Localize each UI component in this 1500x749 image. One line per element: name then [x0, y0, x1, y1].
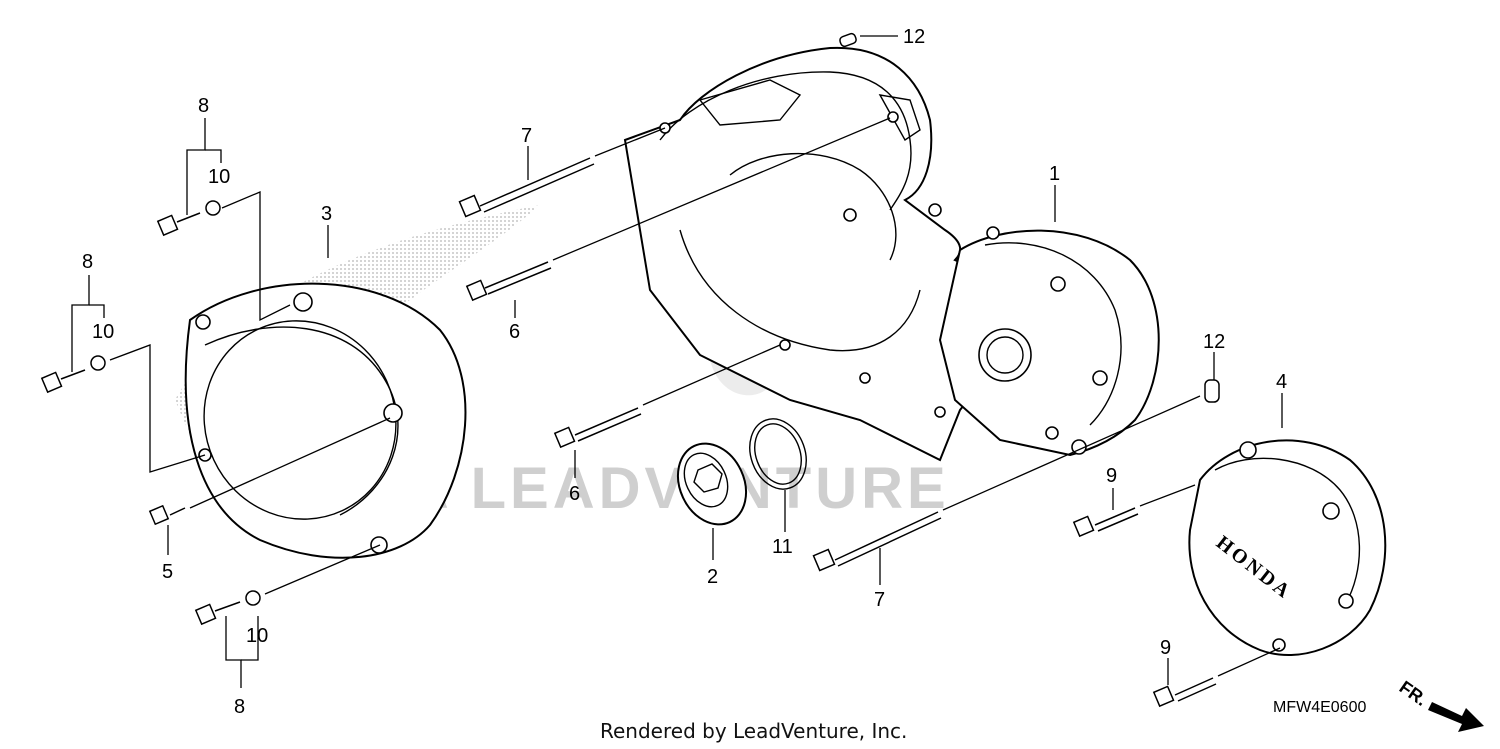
callout-6-lower: 6: [569, 483, 580, 505]
part-2-oil-filler-plug[interactable]: [665, 432, 759, 535]
crankcase-cover-assembly: [623, 46, 1002, 462]
callout-2: 2: [707, 566, 718, 588]
bolt-hole: [887, 111, 899, 123]
part-8-bolt-mid[interactable]: [40, 369, 86, 394]
callout-1: 1: [1049, 163, 1060, 185]
callout-9-lower: 9: [1160, 637, 1171, 659]
bolt-hole: [293, 292, 313, 312]
front-arrow-icon: [1428, 702, 1484, 732]
bolt-hole: [1338, 593, 1354, 609]
part-12-dowel-pin-right[interactable]: [1204, 379, 1220, 403]
bolt-hole: [1322, 502, 1340, 520]
bolt-hole: [843, 208, 857, 222]
part-9-bolt-lower[interactable]: [1152, 677, 1217, 708]
part-10-washer-top[interactable]: [205, 200, 221, 216]
diagram-code: MFW4E0600: [1273, 699, 1366, 716]
bolt-hole: [934, 406, 946, 418]
part-6-bolt-upper[interactable]: [465, 261, 552, 302]
callout-10-mid: 10: [92, 321, 114, 343]
callout-4: 4: [1276, 371, 1287, 393]
bolt-hole: [659, 122, 671, 134]
callout-12-right: 12: [1203, 331, 1225, 353]
callout-8-mid: 8: [82, 251, 93, 273]
part-1-clutch-cover[interactable]: [938, 226, 1160, 457]
part-4-timing-cover[interactable]: HONDA: [1188, 439, 1387, 656]
front-direction-label: FR.: [1396, 677, 1431, 710]
part-3-left-crankcase-cover[interactable]: [172, 282, 467, 559]
part-7-long-bolt-upper[interactable]: [458, 157, 595, 218]
bolt-hole: [1272, 638, 1286, 652]
part-10-washer-bottom[interactable]: [245, 590, 261, 606]
callout-12-top: 12: [903, 26, 925, 48]
callouts: 1 2 3 4 5 6 6 7 7 8 8 8 9 9 10 10 10 11 …: [82, 26, 1287, 718]
part-8-bolt-bottom[interactable]: [194, 601, 241, 626]
bolt-hole: [1045, 426, 1059, 440]
bolt-hole: [195, 314, 211, 330]
bolt-hole: [986, 226, 1000, 240]
callout-6-upper: 6: [509, 321, 520, 343]
bolt-hole: [928, 203, 942, 217]
bolt-hole: [1239, 441, 1257, 459]
callout-10-top: 10: [208, 166, 230, 188]
part-12-dowel-pin-top[interactable]: [839, 32, 857, 48]
bolt-hole: [1092, 370, 1108, 386]
callout-11: 11: [772, 536, 793, 558]
part-5-bolt[interactable]: [148, 504, 186, 526]
credit-text: Rendered by LeadVenture, Inc.: [600, 719, 907, 743]
part-10-washer-mid[interactable]: [90, 355, 106, 371]
bolt-hole: [1050, 276, 1066, 292]
front-direction-indicator: FR.: [1396, 677, 1484, 732]
callout-7-lower: 7: [874, 589, 885, 611]
leader-lines: [71, 35, 1283, 688]
bolt-hole: [859, 372, 871, 384]
callout-10-bottom: 10: [246, 625, 268, 647]
callout-9-upper: 9: [1106, 465, 1117, 487]
bolt-hole: [383, 403, 403, 423]
part-6-bolt-lower[interactable]: [553, 407, 642, 449]
honda-wing-watermark: [175, 205, 540, 470]
callout-7-upper: 7: [521, 125, 532, 147]
callout-8-bottom: 8: [234, 696, 245, 718]
callout-5: 5: [162, 561, 173, 583]
callout-3: 3: [321, 203, 332, 225]
bolt-hole: [779, 339, 791, 351]
part-11-o-ring[interactable]: [740, 411, 815, 497]
callout-8-top: 8: [198, 95, 209, 117]
part-9-bolt-upper[interactable]: [1072, 507, 1139, 538]
part-8-bolt-top[interactable]: [156, 212, 201, 237]
part-7-long-bolt-lower[interactable]: [812, 511, 942, 572]
